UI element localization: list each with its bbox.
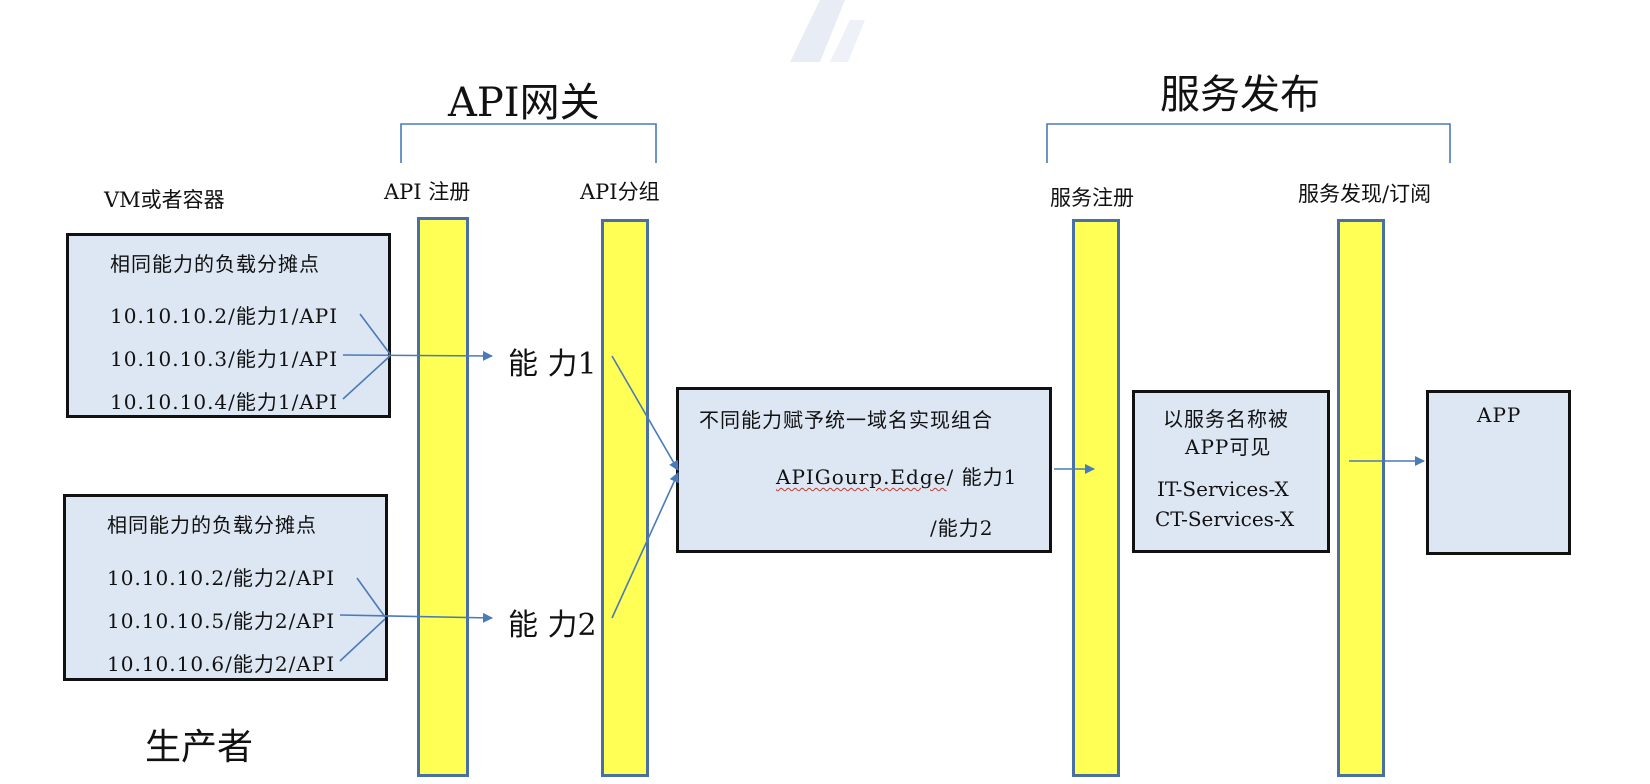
producer-top-label: VM或者容器 bbox=[104, 188, 225, 212]
compose-title: 不同能力赋予统一域名实现组合 bbox=[699, 408, 993, 432]
load-balance-box-2: 相同能力的负载分摊点 10.10.10.2/能力2/API 10.10.10.5… bbox=[63, 494, 388, 681]
app-box: APP bbox=[1426, 390, 1571, 555]
service-line-3: IT-Services-X bbox=[1157, 477, 1289, 501]
box1-item-1: 10.10.10.2/能力1/API bbox=[110, 304, 339, 328]
box2-title: 相同能力的负载分摊点 bbox=[107, 513, 317, 537]
api-group-bar bbox=[601, 219, 649, 777]
box1-item-2: 10.10.10.3/能力1/API bbox=[110, 347, 339, 371]
compose-cap1-text: / 能力1 bbox=[946, 465, 1018, 489]
publish-title: 服务发布 bbox=[1160, 72, 1320, 118]
service-name-box: 以服务名称被 APP可见 IT-Services-X CT-Services-X bbox=[1132, 390, 1330, 553]
capability-2-label: 能 力2 bbox=[508, 608, 597, 643]
compose-line-1: APIGourp.Edge/ 能力1 bbox=[776, 461, 1017, 490]
box2-item-2: 10.10.10.5/能力2/API bbox=[107, 609, 336, 633]
box2-item-3: 10.10.10.6/能力2/API bbox=[107, 652, 336, 676]
api-group-label: API分组 bbox=[580, 180, 660, 204]
service-register-bar bbox=[1072, 219, 1120, 777]
app-label: APP bbox=[1477, 403, 1522, 427]
compose-line-2: /能力2 bbox=[930, 516, 994, 540]
api-register-label: API 注册 bbox=[384, 180, 471, 204]
box1-title: 相同能力的负载分摊点 bbox=[110, 252, 320, 276]
box1-item-3: 10.10.10.4/能力1/API bbox=[110, 390, 339, 414]
compose-domain-text: APIGourp.Edge bbox=[776, 465, 947, 489]
service-discovery-bar bbox=[1337, 219, 1385, 777]
service-discovery-label: 服务发现/订阅 bbox=[1298, 182, 1432, 206]
producer-bottom-label: 生产者 bbox=[145, 727, 254, 768]
service-line-1: 以服务名称被 bbox=[1163, 407, 1289, 431]
service-line-4: CT-Services-X bbox=[1155, 507, 1295, 531]
gateway-title: API网关 bbox=[448, 80, 600, 126]
compose-domain-box: 不同能力赋予统一域名实现组合 APIGourp.Edge/ 能力1 /能力2 bbox=[676, 387, 1052, 553]
service-register-label: 服务注册 bbox=[1050, 186, 1134, 210]
api-register-bar bbox=[417, 217, 469, 777]
load-balance-box-1: 相同能力的负载分摊点 10.10.10.2/能力1/API 10.10.10.3… bbox=[66, 233, 391, 418]
service-line-2: APP可见 bbox=[1185, 435, 1272, 459]
capability-1-label: 能 力1 bbox=[508, 347, 597, 382]
box2-item-1: 10.10.10.2/能力2/API bbox=[107, 566, 336, 590]
